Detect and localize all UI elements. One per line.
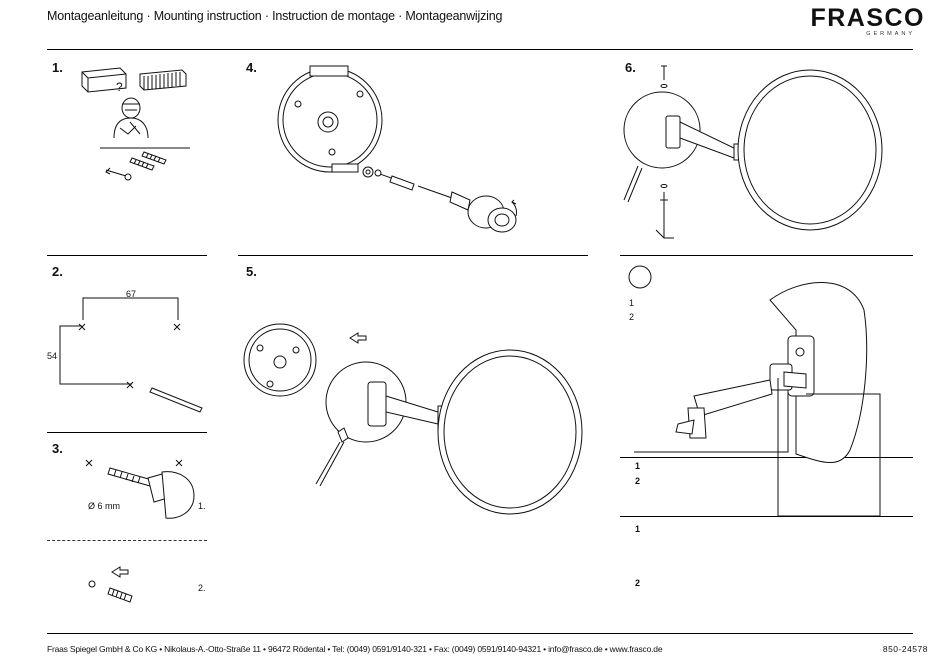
step7-mid-item-2: 2 xyxy=(635,476,641,486)
step3-sub2: 2. xyxy=(198,583,206,593)
divider-step1 xyxy=(47,255,207,256)
brand-subtitle: GERMANY xyxy=(866,31,915,37)
step3-drill-illustration xyxy=(85,459,195,519)
footer-contact: Fraas Spiegel GmbH & Co KG • Nikolaus-A.… xyxy=(47,644,663,654)
step-number-3: 3. xyxy=(52,441,63,456)
step7-bottom-item-2: 2 xyxy=(635,578,641,588)
divider-step2 xyxy=(47,432,207,433)
divider-step6 xyxy=(620,255,913,256)
step-number-5: 5. xyxy=(246,264,257,279)
step4-illustration xyxy=(277,65,517,233)
step2-illustration xyxy=(59,297,203,413)
question-mark: ? xyxy=(116,80,123,94)
page-title: Montageanleitung · Mounting instruction … xyxy=(47,9,503,23)
dimension-width: 67 xyxy=(126,289,137,299)
brand-logo: FRASCO xyxy=(810,4,925,32)
step-number-6: 6. xyxy=(625,60,636,75)
step7-mid-item-1: 1 xyxy=(635,461,641,471)
step1-illustration xyxy=(81,67,190,181)
step7-top-item-1: 1 xyxy=(629,298,635,308)
divider-step4 xyxy=(238,255,588,256)
step-number-2: 2. xyxy=(52,264,63,279)
divider-step3-dashed xyxy=(47,540,207,541)
step7-bottom-item-1: 1 xyxy=(635,524,641,534)
step7-circle-marker xyxy=(628,265,652,289)
step3-sub1: 1. xyxy=(198,501,206,511)
step3-dowel-illustration xyxy=(88,566,133,603)
step7-illustration xyxy=(634,282,881,517)
step7-top-item-2: 2 xyxy=(629,312,635,322)
divider-step7a xyxy=(620,457,913,458)
step5-illustration xyxy=(243,323,583,515)
step-number-4: 4. xyxy=(246,60,257,75)
drill-size-label: Ø 6 mm xyxy=(88,501,121,511)
footer-rule xyxy=(47,633,913,634)
header-rule xyxy=(47,49,913,50)
divider-step7b xyxy=(620,516,913,517)
step6-illustration xyxy=(623,65,883,239)
document-code: 850-24578 xyxy=(882,644,928,654)
step-number-1: 1. xyxy=(52,60,63,75)
dimension-height: 54 xyxy=(47,351,58,361)
